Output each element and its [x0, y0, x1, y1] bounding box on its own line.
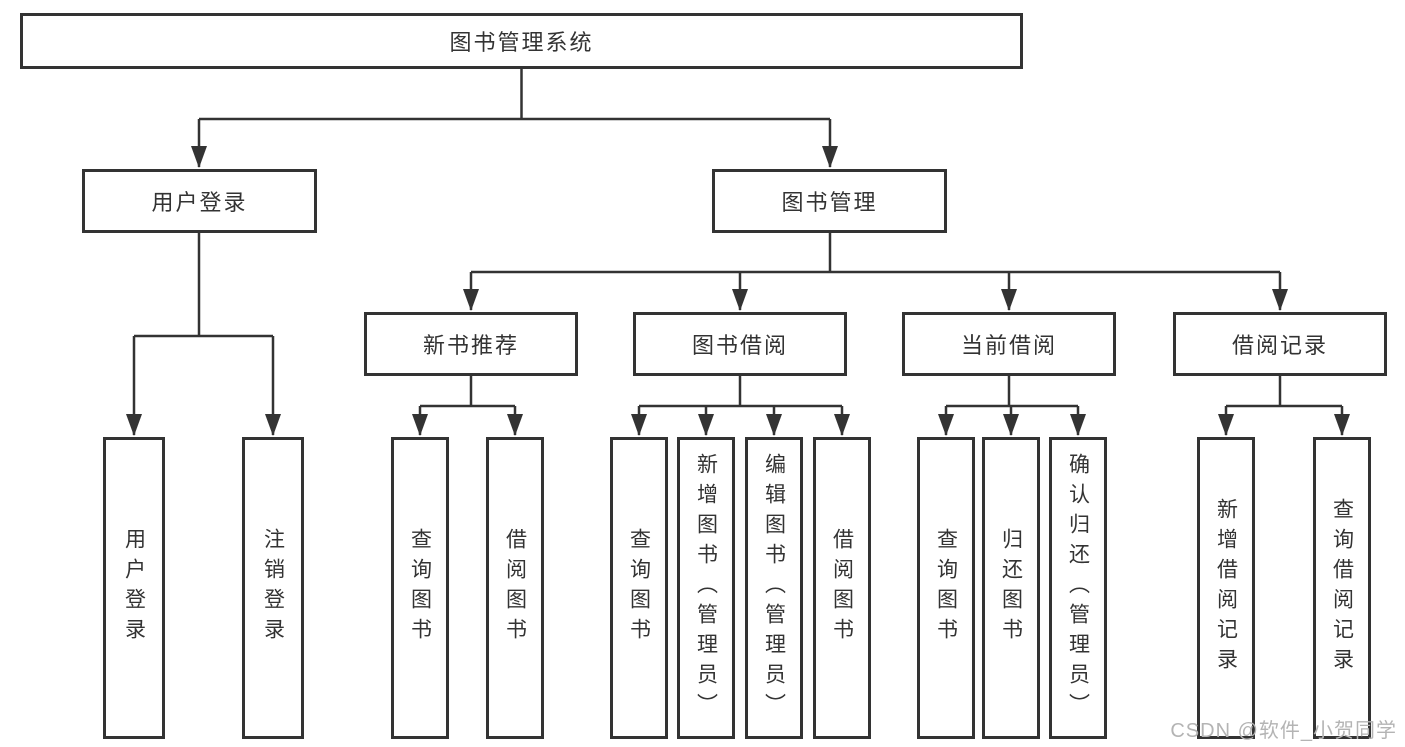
node-current-borrow: 当前借阅 [902, 312, 1116, 376]
node-user-login-group: 用户登录 [82, 169, 317, 233]
node-leaf-query-book-borrow: 查询图书 [610, 437, 668, 739]
node-leaf-add-book-admin: 新增图书（管理员） [677, 437, 735, 739]
connector-book-management-rail [471, 233, 1280, 274]
node-book-management: 图书管理 [712, 169, 947, 233]
node-system-root: 图书管理系统 [20, 13, 1023, 69]
connector-user-login-rail [134, 233, 273, 338]
node-leaf-query-borrow-record: 查询借阅记录 [1313, 437, 1371, 739]
connector-borrow-record-rail [1226, 376, 1342, 408]
node-leaf-edit-book-admin: 编辑图书（管理员） [745, 437, 803, 739]
node-new-book-recommend: 新书推荐 [364, 312, 578, 376]
node-leaf-logout: 注销登录 [242, 437, 304, 739]
connector-book-borrow-rail [639, 376, 842, 408]
node-leaf-borrow-book: 借阅图书 [813, 437, 871, 739]
csdn-watermark: CSDN @软件_小贺同学 [1170, 720, 1397, 742]
connector-root-rail [199, 69, 830, 121]
connector-new-book-rail [420, 376, 515, 408]
node-borrow-record: 借阅记录 [1173, 312, 1387, 376]
node-leaf-borrow-book-recommend: 借阅图书 [486, 437, 544, 739]
node-leaf-add-borrow-record: 新增借阅记录 [1197, 437, 1255, 739]
node-leaf-query-book-recommend: 查询图书 [391, 437, 449, 739]
node-leaf-confirm-return-admin: 确认归还（管理员） [1049, 437, 1107, 739]
node-leaf-return-book: 归还图书 [982, 437, 1040, 739]
connector-current-borrow-rail [946, 376, 1078, 408]
node-leaf-user-login: 用户登录 [103, 437, 165, 739]
node-leaf-query-book-current: 查询图书 [917, 437, 975, 739]
node-book-borrow: 图书借阅 [633, 312, 847, 376]
